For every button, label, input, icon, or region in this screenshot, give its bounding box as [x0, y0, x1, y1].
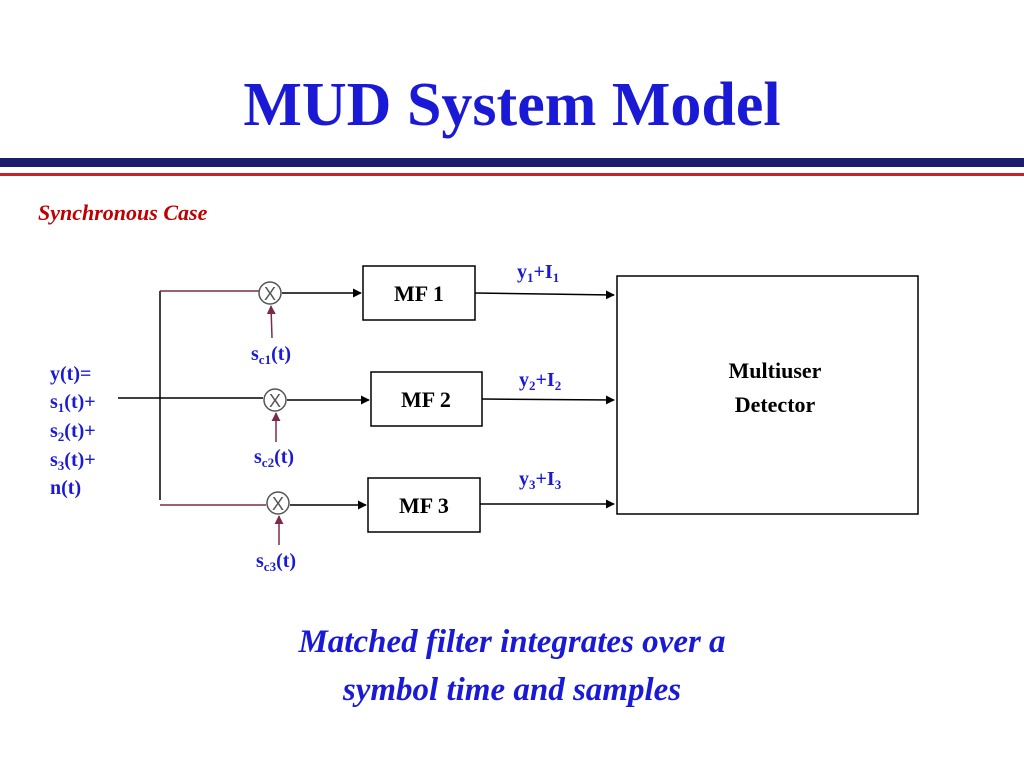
input-line-base: y — [50, 363, 60, 385]
input-line-sub: 1 — [58, 400, 65, 415]
output-label-3: y3+I3 — [519, 468, 562, 492]
input-line-base: s — [50, 391, 58, 413]
mixer-symbol: X — [264, 284, 276, 304]
svg-text:s2(t)+: s2(t)+ — [50, 420, 96, 444]
input-line-sub: 3 — [58, 458, 65, 473]
mixer-symbol: X — [269, 391, 281, 411]
mf-label: MF 2 — [401, 387, 451, 412]
mf-label: MF 1 — [394, 281, 444, 306]
input-line-base: s — [50, 420, 58, 442]
slide-subtitle: Synchronous Case — [38, 200, 208, 225]
matched-filter-1: MF 1 — [362, 265, 476, 321]
code-label-2: sc2(t) — [254, 446, 294, 470]
code-arrow-1 — [266, 305, 276, 339]
mf-to-detector-arrow-2 — [481, 395, 615, 405]
multiuser-detector-block: Multiuser Detector — [616, 275, 919, 515]
output-label-2: y2+I2 — [519, 369, 561, 393]
matched-filter-3: MF 3 — [367, 477, 481, 533]
mf-to-detector-arrow-1 — [474, 290, 615, 300]
input-signal-label: y(t)= s1(t)+ s2(t)+ s3(t)+ n(t) — [50, 363, 96, 499]
svg-text:y(t)=: y(t)= — [50, 363, 91, 385]
input-line-sub: 2 — [58, 429, 65, 444]
slide-title: MUD System Model — [243, 71, 781, 139]
title-rule-red — [0, 173, 1024, 176]
mixer-symbol: X — [272, 494, 284, 514]
input-line-suffix: (t)= — [60, 363, 91, 385]
caption-line-1: Matched filter integrates over a — [298, 624, 726, 660]
svg-text:n(t): n(t) — [50, 477, 81, 499]
mixer-3: X — [266, 491, 290, 515]
code-label-3: sc3(t) — [256, 550, 296, 574]
title-rule-navy — [0, 158, 1024, 167]
svg-text:s3(t)+: s3(t)+ — [50, 449, 96, 473]
input-line-base: n — [50, 477, 61, 499]
detector-label-line2: Detector — [735, 392, 816, 417]
detector-label-line1: Multiuser — [729, 358, 822, 383]
matched-filter-2: MF 2 — [370, 371, 483, 427]
input-line-suffix: (t) — [61, 477, 81, 499]
input-line-base: s — [50, 449, 58, 471]
input-line-suffix: (t)+ — [64, 391, 95, 413]
code-label-1: sc1(t) — [251, 343, 291, 367]
output-label-1: y1+I1 — [517, 261, 559, 285]
input-line-suffix: (t)+ — [64, 449, 95, 471]
slide-caption: Matched filter integrates over a symbol … — [212, 618, 812, 714]
mixer-2: X — [263, 388, 287, 412]
mf-label: MF 3 — [399, 493, 449, 518]
input-line-suffix: (t)+ — [64, 420, 95, 442]
svg-text:s1(t)+: s1(t)+ — [50, 391, 96, 415]
mixer-1: X — [258, 281, 282, 305]
caption-line-2: symbol time and samples — [342, 672, 682, 708]
